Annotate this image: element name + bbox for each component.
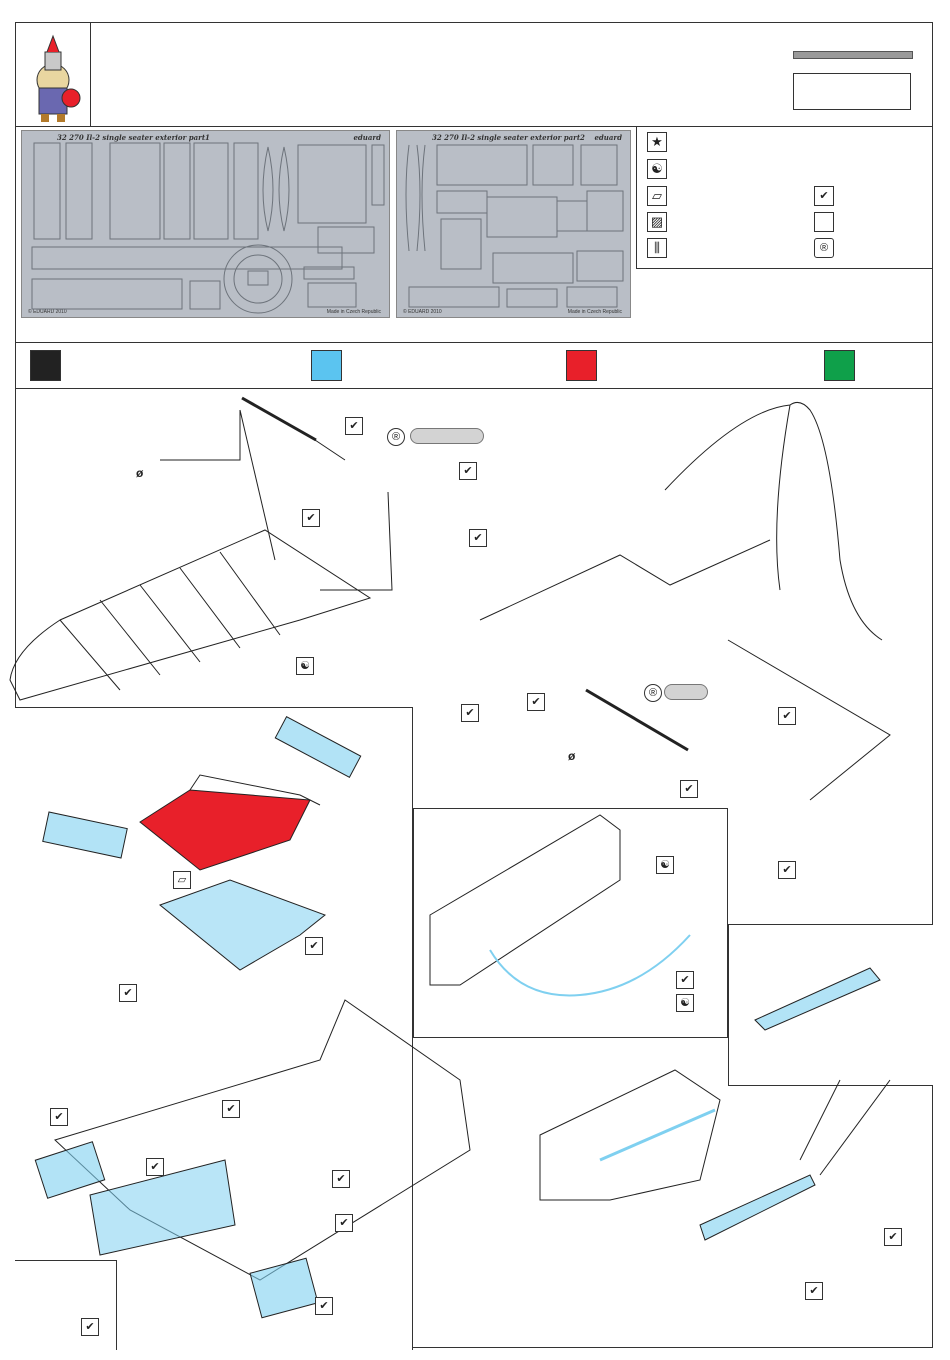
check-icon: ✔ xyxy=(335,1214,353,1232)
check-icon: ✔ xyxy=(315,1297,333,1315)
yin-yang-icon: ☯ xyxy=(656,856,674,874)
check-icon: ✔ xyxy=(332,1170,350,1188)
check-icon: ✔ xyxy=(119,984,137,1002)
yin-yang-icon: ☯ xyxy=(296,657,314,675)
check-icon: ✔ xyxy=(81,1318,99,1336)
yin-yang-icon: ☯ xyxy=(676,994,694,1012)
check-icon: ✔ xyxy=(778,707,796,725)
check-icon: ✔ xyxy=(884,1228,902,1246)
diameter-symbol: ø xyxy=(568,749,575,763)
paper-sheet-icon: ▱ xyxy=(173,871,191,889)
remove-part-label xyxy=(410,428,484,444)
remove-part-label xyxy=(664,684,708,700)
check-icon: ✔ xyxy=(805,1282,823,1300)
check-icon: ✔ xyxy=(676,971,694,989)
check-icon: ✔ xyxy=(345,417,363,435)
remove-part-icon: ® xyxy=(387,428,405,446)
check-icon: ✔ xyxy=(50,1108,68,1126)
check-icon: ✔ xyxy=(459,462,477,480)
check-icon: ✔ xyxy=(680,780,698,798)
check-icon: ✔ xyxy=(302,509,320,527)
remove-part-icon: ® xyxy=(644,684,662,702)
check-icon: ✔ xyxy=(527,693,545,711)
diameter-symbol: ø xyxy=(136,466,143,480)
check-icon: ✔ xyxy=(461,704,479,722)
check-icon: ✔ xyxy=(469,529,487,547)
check-icon: ✔ xyxy=(222,1100,240,1118)
check-icon: ✔ xyxy=(305,937,323,955)
check-icon: ✔ xyxy=(146,1158,164,1176)
check-icon: ✔ xyxy=(778,861,796,879)
